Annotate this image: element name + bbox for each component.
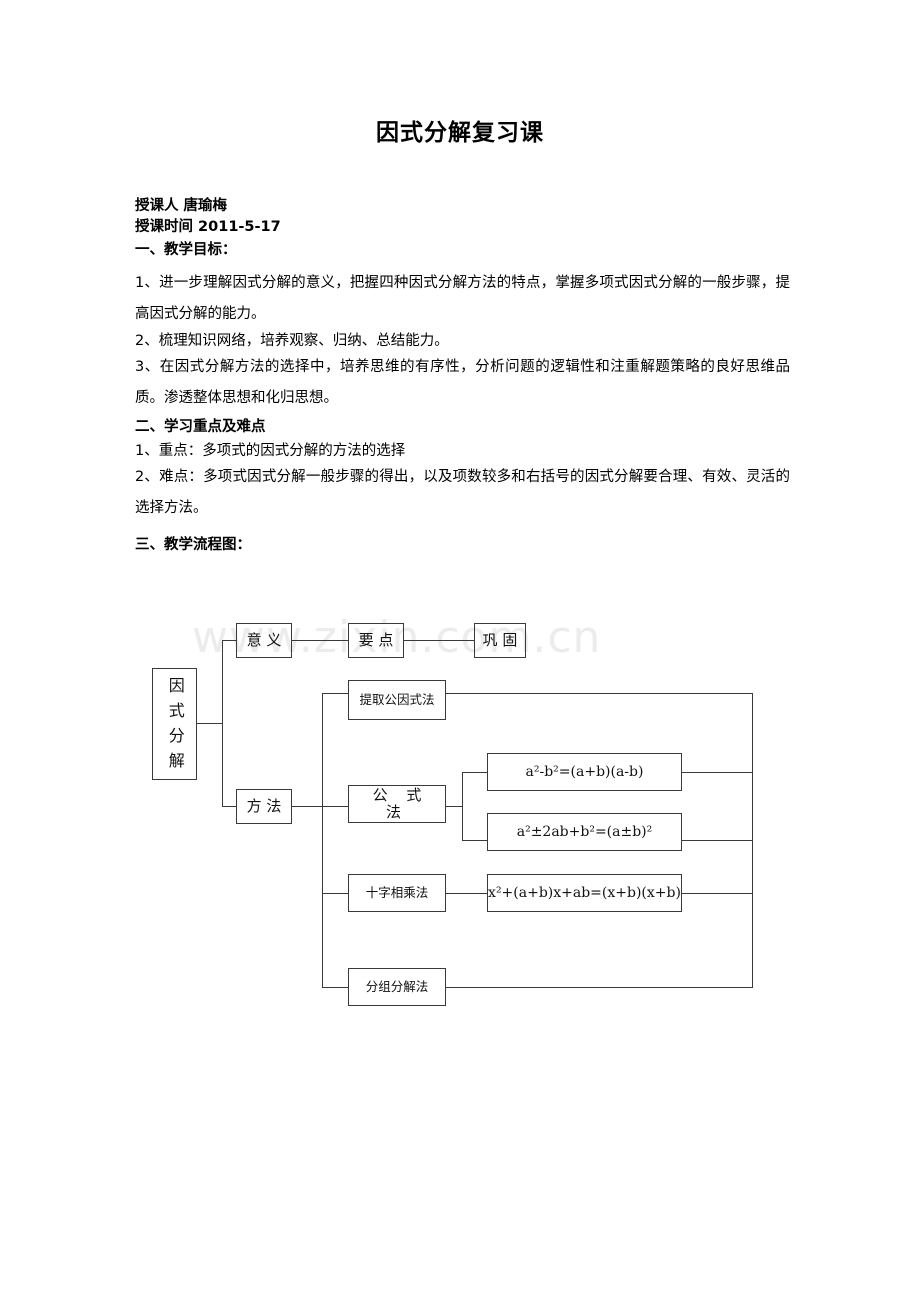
connector-to-diff-squares [462,772,488,774]
objective-paragraph-1: 1、进一步理解因式分解的意义，把握四种因式分解方法的特点，掌握多项式因式分解的一… [135,275,790,322]
flow-node-meaning[interactable]: 意 义 [236,623,292,658]
connector-to-methods [222,806,237,808]
connector-grouping-to-collector [446,987,753,989]
teacher-line: 授课人 唐瑜梅 [135,198,228,214]
flow-node-formula-method[interactable]: 公 式 法 [348,785,446,823]
section-heading-keypoints: 二、学习重点及难点 [135,419,266,435]
document-body: 授课人 唐瑜梅 授课时间 2011-5-17 一、教学目标： 1、进一步理解因式… [135,196,790,558]
connector-right-collector [752,693,754,988]
connector-to-formula-method [322,806,348,808]
flow-node-common-factor-method[interactable]: 提取公因式法 [348,680,446,720]
formula-difference-of-squares-text: a²-b²=(a+b)(a-b) [525,763,644,780]
section-heading-flowchart: 三、教学流程图： [135,537,251,553]
connector-to-meaning [222,640,237,642]
page-title: 因式分解复习课 [376,120,544,146]
objective-paragraph-2: 2、梳理知识网络，培养观察、归纳、总结能力。 [135,333,449,349]
connector-to-grouping-method [322,987,348,989]
connector-perfect-square-to-collector [682,840,753,842]
objective-paragraph-3: 3、在因式分解方法的选择中，培养思维的有序性，分析问题的逻辑性和注重解题策略的良… [135,359,790,406]
connector-formula-split-spine [462,772,464,841]
flow-node-cross-multiply-method[interactable]: 十字相乘法 [348,874,446,912]
connector-meaning-keypoints [292,640,348,642]
connector-to-common-factor [322,693,348,695]
formula-cross-multiply-text: x²+(a+b)x+ab=(x+b)(x+b) [488,884,681,901]
flow-node-formula-cross-multiply[interactable]: x²+(a+b)x+ab=(x+b)(x+b) [487,874,682,912]
flow-node-root[interactable]: 因式分解 [152,668,197,780]
connector-keypoints-consolidate [404,640,474,642]
date-line: 授课时间 2011-5-17 [135,218,281,235]
flow-node-methods[interactable]: 方 法 [236,789,292,824]
connector-root-out [197,723,223,725]
connector-methods-out [292,806,323,808]
connector-diff-squares-to-collector [682,772,753,774]
flow-node-grouping-method[interactable]: 分组分解法 [348,968,446,1006]
watermark-text: www.zixin.com.cn [192,612,602,663]
flow-node-formula-difference-of-squares[interactable]: a²-b²=(a+b)(a-b) [487,753,682,791]
connector-to-cross-method [322,893,348,895]
connector-root-spine [222,640,224,807]
connector-cross-method-to-formula [446,893,487,895]
flow-node-formula-perfect-square[interactable]: a²±2ab+b²=(a±b)² [487,813,682,851]
keypoint-paragraph-2: 2、难点：多项式因式分解一般步骤的得出，以及项数较多和右括号的因式分解要合理、有… [135,469,790,516]
connector-methods-spine [322,693,324,988]
formula-perfect-square-text: a²±2ab+b²=(a±b)² [516,823,653,840]
connector-common-factor-to-collector [446,693,753,695]
flow-node-consolidate[interactable]: 巩 固 [474,623,526,658]
connector-cross-formula-to-collector [682,893,753,895]
section-heading-objectives: 一、教学目标： [135,242,237,258]
flow-node-keypoints[interactable]: 要 点 [348,623,404,658]
keypoint-paragraph-1: 1、重点：多项式的因式分解的方法的选择 [135,443,406,459]
connector-formula-method-out [446,806,463,808]
connector-to-perfect-square [462,840,488,842]
